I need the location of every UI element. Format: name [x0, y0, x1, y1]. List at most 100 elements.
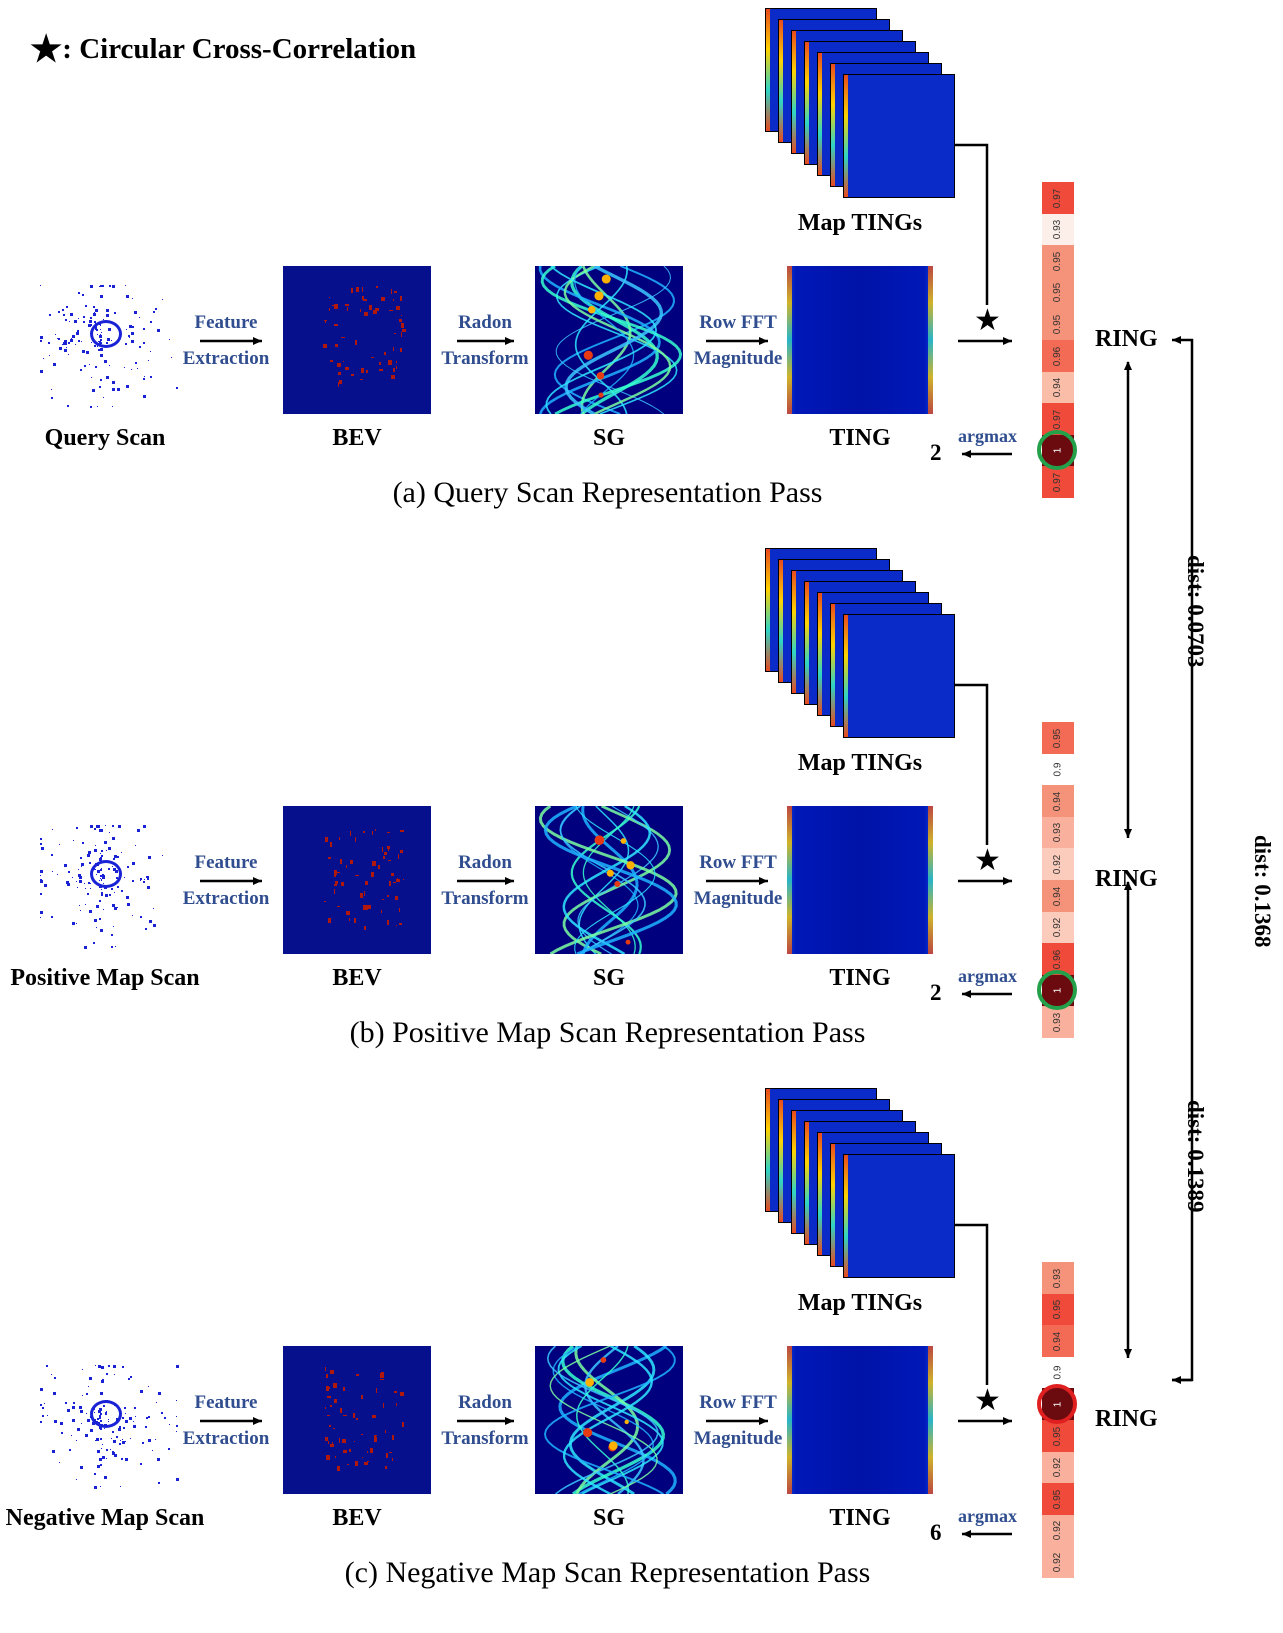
scan-point — [109, 364, 111, 366]
sinogram-curve — [552, 1346, 654, 1494]
scan-point — [40, 875, 41, 877]
bev-point — [361, 367, 365, 373]
correlation-cell: 0.93 — [1042, 213, 1074, 246]
sinogram-hotspot — [583, 350, 593, 360]
correlation-value: 0.96 — [1052, 346, 1064, 366]
scan-point — [80, 1410, 83, 1413]
bev-point — [342, 1449, 347, 1453]
bev-point — [332, 1427, 335, 1429]
scan-point — [71, 1419, 75, 1423]
correlation-value: 0.9 — [1052, 1365, 1064, 1380]
scan-center-ring — [90, 320, 122, 348]
scan-point — [130, 1438, 132, 1440]
scan-point — [99, 828, 103, 832]
scan-point — [72, 922, 76, 926]
bev-point — [342, 1438, 347, 1443]
bev-point — [342, 1415, 347, 1417]
scan-point — [142, 378, 145, 381]
sinogram-hotspot — [626, 861, 635, 870]
scan-point — [77, 874, 81, 878]
scan-point — [100, 854, 103, 857]
bev-point — [367, 905, 371, 910]
bev-point — [387, 831, 391, 833]
scan-point — [142, 342, 145, 345]
bev-label: BEV — [332, 965, 382, 991]
scan-point — [40, 892, 42, 895]
bev-point — [333, 324, 338, 327]
correlation-value: 0.92 — [1052, 1457, 1064, 1478]
scan-point — [112, 1430, 115, 1433]
sinogram-image — [535, 1346, 683, 1494]
scan-point — [163, 1416, 166, 1419]
scan-point — [139, 316, 141, 318]
bev-point — [398, 923, 402, 926]
scan-point — [110, 1449, 112, 1451]
scan-point — [112, 1452, 116, 1456]
scan-point — [129, 337, 131, 339]
bev-point — [359, 892, 363, 898]
argmax-label: argmax — [958, 966, 1017, 986]
map-ting-card — [843, 74, 955, 198]
scan-point — [167, 1447, 170, 1450]
scan-point — [80, 909, 82, 911]
scan-point — [109, 832, 111, 834]
scan-point — [123, 1427, 126, 1430]
bev-point — [369, 305, 373, 311]
scan-point — [150, 375, 153, 378]
scan-point — [90, 406, 93, 408]
scan-point — [147, 1385, 149, 1387]
bev-point — [374, 828, 376, 831]
sinogram-hotspot — [585, 1378, 594, 1387]
bev-point — [400, 830, 405, 833]
correlation-cell: 0.92 — [1042, 1546, 1074, 1579]
scan-point — [76, 881, 78, 883]
bev-image — [283, 1346, 431, 1494]
bev-point — [334, 874, 337, 878]
correlation-value: 0.95 — [1052, 314, 1064, 335]
correlation-value: 0.95 — [1052, 1426, 1064, 1446]
scan-point — [67, 1409, 71, 1413]
correlation-value: 0.97 — [1052, 188, 1064, 208]
sinogram-curve — [559, 806, 646, 954]
scan-point — [88, 909, 92, 913]
bev-point — [370, 1448, 373, 1454]
bev-point — [347, 1463, 350, 1465]
scan-point — [135, 844, 137, 846]
step-line-2: Transform — [441, 348, 529, 370]
scan-point — [143, 880, 146, 883]
scan-point — [77, 1428, 81, 1432]
scan-label: Positive Map Scan — [10, 965, 200, 991]
correlation-value: 0.95 — [1052, 1489, 1064, 1509]
correlation-cell: 0.95 — [1042, 1420, 1074, 1453]
bev-point — [356, 1374, 360, 1377]
scan-point — [45, 1365, 48, 1367]
bev-point — [325, 1407, 327, 1410]
scan-point — [111, 381, 115, 385]
sinogram-hotspot — [594, 835, 605, 846]
scan-point — [127, 866, 130, 869]
scan-point — [87, 854, 91, 858]
scan-point — [120, 890, 123, 893]
step-line-1: Radon — [458, 1392, 512, 1413]
sinogram-hotspot — [598, 392, 604, 398]
scan-point — [55, 334, 57, 336]
scan-point — [71, 1406, 75, 1410]
point-cloud-scan-icon — [40, 285, 180, 410]
scan-point — [144, 928, 147, 931]
scan-point — [93, 321, 96, 324]
scan-point — [40, 917, 41, 919]
correlation-cell: 0.92 — [1042, 1514, 1074, 1547]
bev-point — [384, 352, 387, 356]
scan-point — [40, 335, 43, 339]
scan-point — [77, 317, 79, 319]
bev-point — [342, 1386, 345, 1391]
bev-point — [350, 859, 354, 864]
bev-point — [365, 880, 369, 885]
scan-point — [147, 1415, 150, 1418]
ting-label: TING — [829, 1505, 891, 1531]
scan-point — [150, 351, 152, 353]
correlation-value: 0.92 — [1052, 854, 1064, 875]
correlation-cell: 0.94 — [1042, 880, 1074, 913]
bev-point — [379, 368, 384, 371]
